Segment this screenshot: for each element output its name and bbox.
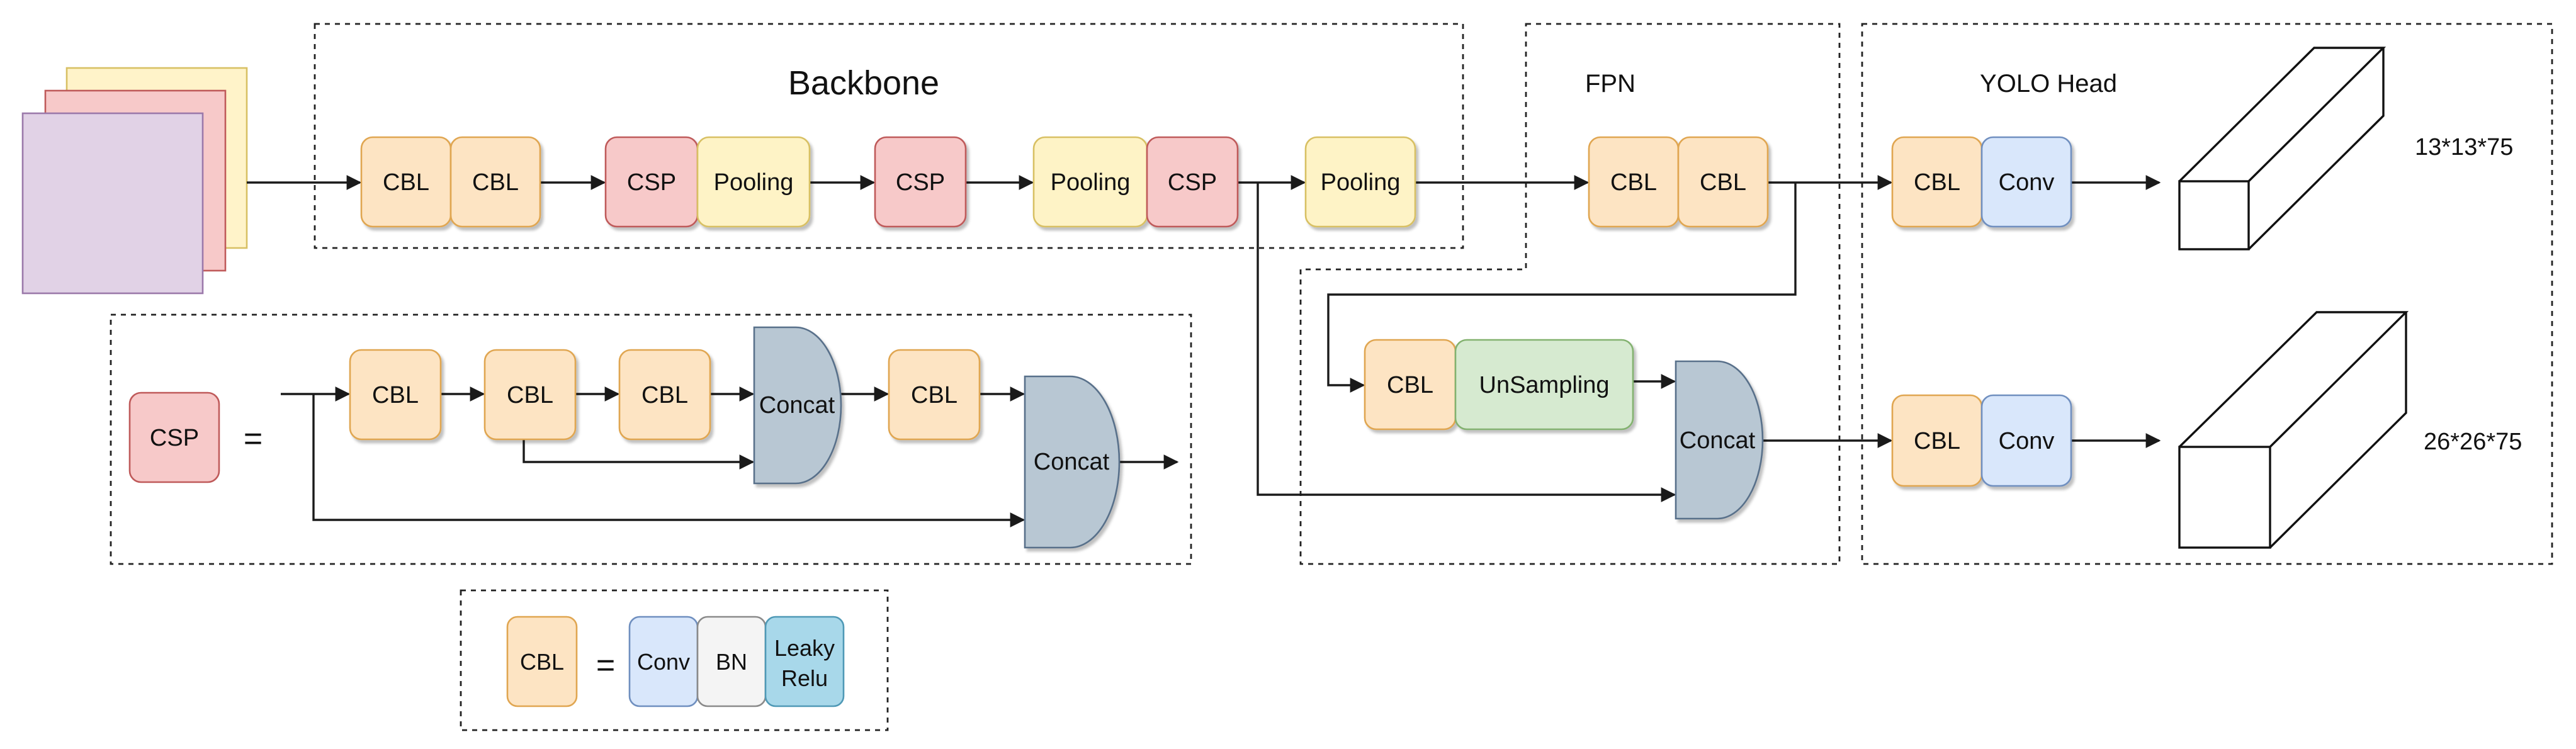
cbl-def-equals: = [596,647,615,684]
backbone-frame [314,23,1464,249]
backbone-csp-3: CSP [1146,136,1239,228]
cbl-definition-frame [460,589,889,731]
fpn-cbl-2: CBL [1677,136,1769,228]
backbone-pooling-3-label: Pooling [1321,169,1401,196]
fpn-concat-label: Concat [1680,427,1756,454]
csp-def-cbl-1-label: CBL [372,382,419,408]
backbone-cbl-1-label: CBL [383,169,429,196]
head-conv-bottom-label: Conv [1999,428,2055,454]
csp-def-cbl-3: CBL [618,349,711,441]
fpn-concat: Concat [1675,360,1764,520]
csp-def-concat-2: Concat [1024,375,1121,549]
csp-def-symbol-label: CSP [150,425,199,451]
head-cbl-bottom: CBL [1891,394,1983,487]
backbone-pooling-2: Pooling [1032,136,1148,228]
fpn-cbl-3: CBL [1364,339,1457,431]
cbl-def-relu-label: Relu [781,665,828,691]
fpn-title: FPN [1585,70,1635,98]
csp-def-concat-1-label: Concat [759,392,835,419]
output-small-dimensions: 26*26*75 [2424,429,2522,455]
backbone-csp-3-label: CSP [1168,169,1217,196]
output-tensor-small [2178,311,2409,549]
backbone-pooling-2-label: Pooling [1051,169,1131,196]
head-cbl-bottom-label: CBL [1914,428,1960,454]
backbone-pooling-1-label: Pooling [714,169,794,196]
cbl-def-conv: Conv [628,616,699,707]
fpn-upsampling: UnSampling [1454,339,1634,431]
backbone-csp-1-label: CSP [627,169,676,196]
backbone-csp-2: CSP [874,136,967,228]
csp-def-skip-to-concat1 [523,434,755,470]
backbone-cbl-2-label: CBL [472,169,519,196]
yolo-head-title: YOLO Head [1980,70,2117,98]
backbone-title: Backbone [788,64,939,102]
head-cbl-top-label: CBL [1914,169,1960,196]
cbl-def-bn: BN [696,616,767,707]
output-tensor-large [2178,47,2387,251]
backbone-cbl-2: CBL [449,136,541,228]
cbl-def-conv-label: Conv [637,649,690,675]
cbl-def-bn-label: BN [716,649,747,675]
fpn-cbl-1: CBL [1588,136,1680,228]
csp-def-residual-to-concat2 [312,394,1025,527]
fpn-cbl-1-label: CBL [1610,169,1657,196]
csp-def-cbl-1: CBL [349,349,442,441]
output-large-dimensions: 13*13*75 [2415,134,2513,160]
csp-def-concat-1: Concat [753,326,842,485]
csp-def-equals: = [244,420,263,457]
csp-def-cbl-2: CBL [483,349,577,441]
fpn-frame [1299,23,1841,565]
head-cbl-top: CBL [1891,136,1983,228]
cbl-def-symbol-label: CBL [520,649,564,675]
backbone-cbl-1: CBL [360,136,452,228]
arrow-fpn-down-to-cbl [1327,183,1797,393]
arrow-backbone-branch-to-concat [1257,183,1676,502]
head-conv-top-label: Conv [1999,169,2055,196]
csp-def-cbl-3-label: CBL [641,382,688,408]
csp-def-concat-2-label: Concat [1034,449,1110,475]
csp-def-cbl-2-label: CBL [507,382,553,408]
head-conv-top: Conv [1980,136,2072,228]
csp-def-cbl-4: CBL [888,349,981,441]
backbone-pooling-3: Pooling [1304,136,1416,228]
fpn-cbl-3-label: CBL [1387,372,1433,398]
backbone-csp-1: CSP [604,136,699,228]
cbl-def-leaky-relu: Leaky Relu [764,616,845,707]
yolo-head-frame [1861,23,2553,565]
fpn-cbl-2-label: CBL [1700,169,1746,196]
fpn-upsampling-label: UnSampling [1479,372,1610,398]
backbone-csp-2-label: CSP [896,169,945,196]
cbl-def-symbol: CBL [506,616,578,707]
backbone-pooling-1: Pooling [696,136,811,228]
head-conv-bottom: Conv [1980,394,2072,487]
cbl-def-leaky-label: Leaky [774,635,835,661]
csp-def-cbl-4-label: CBL [911,382,958,408]
input-image-stack [21,67,248,295]
csp-def-symbol: CSP [128,391,220,483]
input-layer-front [21,112,204,295]
